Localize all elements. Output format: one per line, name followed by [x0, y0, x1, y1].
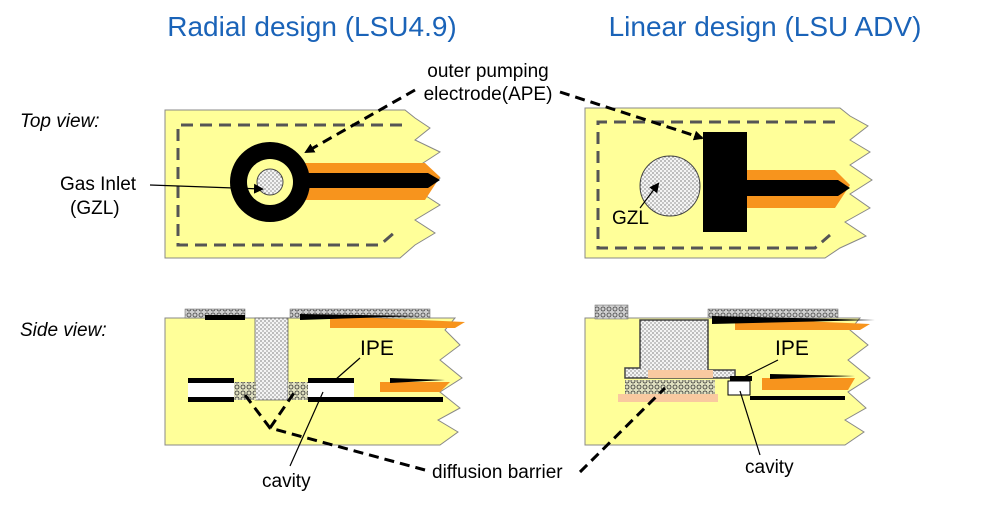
barrier-dashed-left: [243, 389, 426, 472]
side-view-linear: [584, 304, 875, 446]
label-ape-line2: electrode(APE): [424, 84, 553, 105]
lead-black-side-top-radial: [300, 314, 420, 320]
label-gas-inlet-line2: (GZL): [70, 198, 120, 219]
peach-layer-upper-linear: [648, 370, 713, 378]
title-linear: Linear design (LSU ADV): [609, 11, 922, 42]
gas-inlet-linear: [639, 155, 701, 217]
peach-layer-lower-linear: [618, 394, 718, 402]
cavity-linear: [727, 380, 751, 396]
lead-orange-side-mid-linear: [762, 378, 855, 390]
lead-orange-side-mid-radial: [380, 382, 450, 392]
cavity-left-radial: [188, 383, 234, 398]
ipe-right-radial: [308, 378, 354, 383]
label-gas-inlet-line1: Gas Inlet: [60, 174, 137, 195]
ape-arrow-right: [559, 90, 704, 141]
label-ipe-right: IPE: [775, 337, 809, 360]
ipe-bottom-left-radial: [188, 397, 234, 402]
ipe-left-pointer: [334, 357, 361, 381]
dashed-outline-top-linear: [596, 120, 835, 250]
lead-black-top-linear: [745, 180, 850, 196]
barrier-dashed-right: [578, 386, 667, 474]
cavity-right-pointer: [739, 390, 761, 456]
barrier-linear: [625, 380, 715, 394]
barrier-left-radial: [234, 382, 256, 400]
ape-arrow-left: [304, 88, 416, 154]
gzl-arrow: [639, 182, 660, 209]
dashed-outline-top-radial: [176, 123, 402, 247]
label-cavity-right: cavity: [745, 457, 794, 478]
label-cavity-left: cavity: [262, 471, 311, 492]
lead-black-top-radial: [300, 173, 440, 188]
gas-inlet-radial: [256, 168, 284, 196]
side-view-radial: [164, 308, 465, 446]
ipe-left-radial: [188, 378, 234, 383]
lead-black-side-mid-linear: [770, 374, 855, 379]
gas-inlet-arrow: [149, 183, 264, 194]
top-view-radial: [164, 109, 442, 259]
coat-left-linear: [594, 304, 629, 320]
lead-black-side-mid-radial: [390, 378, 445, 383]
ipe-linear: [730, 376, 752, 381]
leader-lines: [149, 88, 779, 474]
top-view-linear: [584, 107, 873, 259]
cavity-right-radial: [308, 383, 354, 398]
lead-black-bottom-linear: [750, 396, 845, 400]
lead-black-side-top-linear: [712, 316, 875, 324]
gas-channel-radial: [254, 317, 289, 401]
lead-black-bottom-radial: [308, 397, 443, 402]
label-gzl: GZL: [612, 208, 649, 229]
ape-linear: [703, 132, 747, 232]
ipe-right-pointer: [741, 359, 779, 379]
row-label-side: Side view:: [20, 320, 107, 341]
label-ipe-left: IPE: [360, 337, 394, 360]
lead-orange-side-top-radial: [330, 316, 465, 328]
title-radial: Radial design (LSU4.9): [167, 11, 457, 42]
ape-side-left-radial: [205, 315, 245, 320]
row-label-top: Top view:: [20, 111, 100, 132]
label-ape-line1: outer pumping: [427, 61, 548, 82]
label-diffusion-barrier: diffusion barrier: [432, 462, 563, 483]
cavity-left-pointer: [289, 391, 324, 467]
